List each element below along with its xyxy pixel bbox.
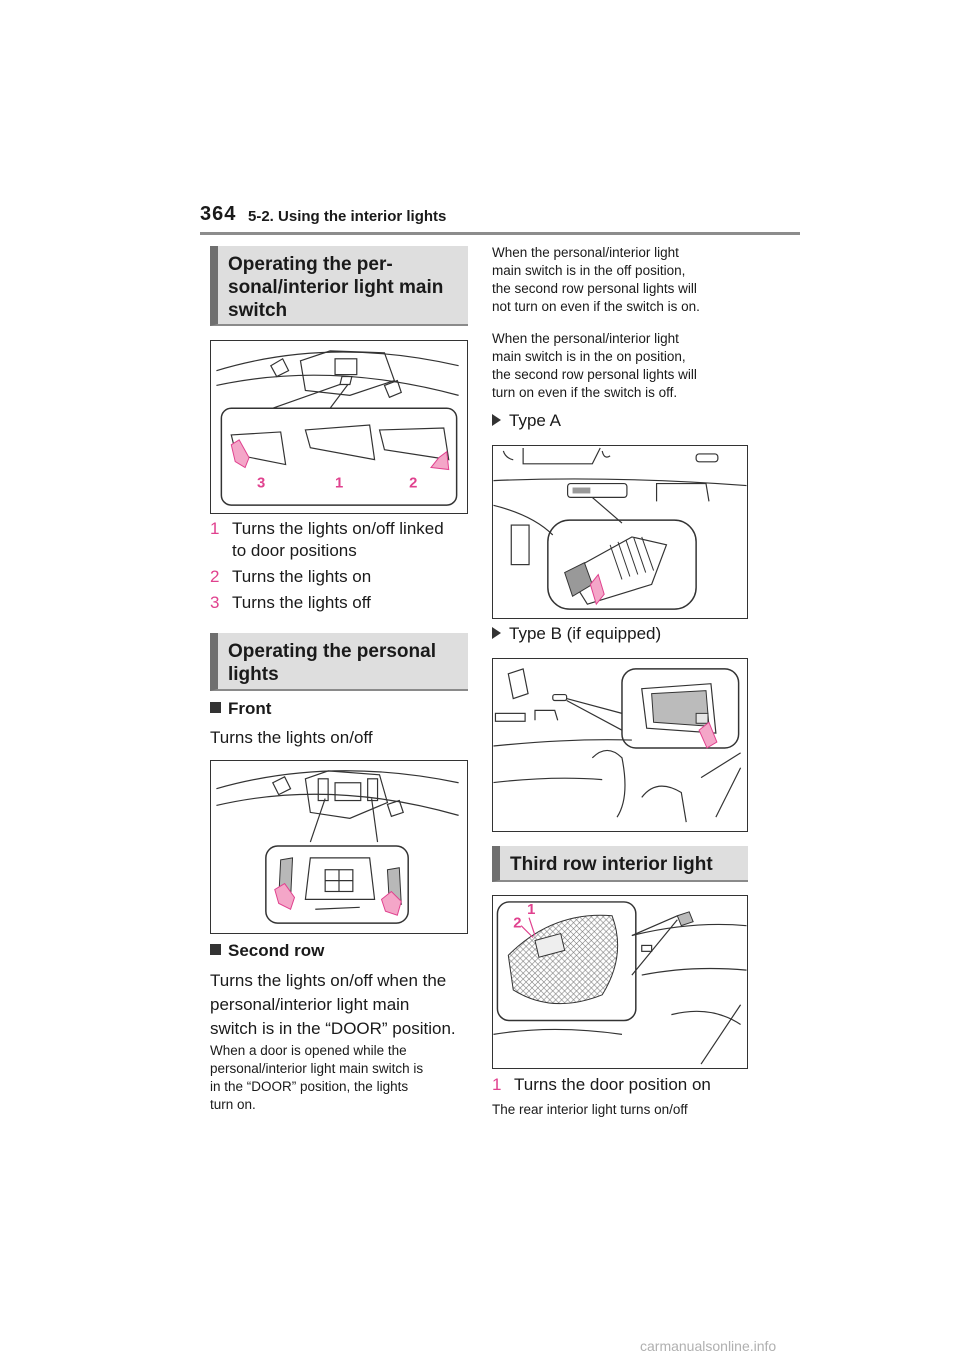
fig-label-2: 2 xyxy=(513,916,521,932)
fig-label-3: 3 xyxy=(257,475,265,491)
third-row-illustration: 2 1 xyxy=(493,901,747,1065)
second-row-note-line: personal/interior light main switch is xyxy=(210,1061,424,1076)
second-row-note-line: When a door is opened while the xyxy=(210,1043,407,1058)
page-number: 364 xyxy=(200,203,237,225)
step-text: Turns the door position on xyxy=(514,1075,711,1094)
triangle-bullet-icon xyxy=(492,627,501,639)
second-row-text-line: switch is in the “DOOR” position. xyxy=(210,1019,456,1038)
front-lights-illustration xyxy=(216,770,459,924)
heading-main-switch-line: Operating the per- xyxy=(228,254,393,275)
second-row-text-line: personal/interior light main xyxy=(210,995,410,1014)
note-line: not turn on even if the switch is on. xyxy=(492,299,700,314)
step-number: 1 xyxy=(492,1075,502,1094)
step-text: to door positions xyxy=(232,541,357,560)
second-row-note-line: in the “DOOR” position, the lights xyxy=(210,1079,409,1094)
section-title: 5-2. Using the interior lights xyxy=(248,208,447,225)
figure-type-a xyxy=(492,445,748,619)
heading-personal-lights: Operating the personal lights xyxy=(210,633,468,691)
note-off-position: When the personal/interior light main sw… xyxy=(492,244,700,316)
type-b-label: Type B (if equipped) xyxy=(509,624,662,643)
second-row-note-line: turn on. xyxy=(210,1097,256,1112)
subhead-second-row: Second row xyxy=(210,941,324,961)
subhead-second-row-label: Second row xyxy=(228,941,325,960)
step-3: 3 Turns the lights off xyxy=(210,592,371,614)
bullet-square-icon xyxy=(210,702,221,713)
heading-personal-lights-line: Operating the personal xyxy=(228,641,436,662)
note-line: main switch is in the off position, xyxy=(492,263,686,278)
note-line: When the personal/interior light xyxy=(492,331,679,346)
step-text: Turns the lights on xyxy=(232,567,372,586)
note-on-position: When the personal/interior light main sw… xyxy=(492,330,697,402)
main-switch-illustration: 3 1 2 xyxy=(216,350,459,506)
third-row-step-1: 1 Turns the door position on xyxy=(492,1074,711,1096)
type-a-illustration xyxy=(493,447,747,610)
heading-third-row: Third row interior light xyxy=(492,846,748,882)
fig-label-1: 1 xyxy=(527,902,535,918)
heading-main-switch: Operating the per- sonal/interior light … xyxy=(210,246,468,326)
type-b-illustration xyxy=(493,668,742,823)
fig-label-1: 1 xyxy=(335,475,343,491)
heading-main-switch-line: switch xyxy=(228,300,288,321)
type-a-label: Type A xyxy=(509,411,561,430)
note-line: the second row personal lights will xyxy=(492,281,697,296)
step-2: 2 Turns the lights on xyxy=(210,566,371,588)
step-text: Turns the lights off xyxy=(232,593,371,612)
note-line: the second row personal lights will xyxy=(492,367,697,382)
bullet-square-icon xyxy=(210,944,221,955)
figure-type-b xyxy=(492,658,748,832)
second-row-text: Turns the lights on/off when the persona… xyxy=(210,969,456,1041)
figure-third-row: 2 1 xyxy=(492,895,748,1069)
step-number: 1 xyxy=(210,519,220,538)
second-row-note: When a door is opened while the personal… xyxy=(210,1042,423,1114)
subhead-front-label: Front xyxy=(228,699,272,718)
heading-personal-lights-line: lights xyxy=(228,664,279,685)
third-row-note: The rear interior light turns on/off xyxy=(492,1102,688,1117)
step-number: 3 xyxy=(210,593,220,612)
type-a-heading: Type A xyxy=(492,411,561,431)
note-line: main switch is in the on position, xyxy=(492,349,686,364)
type-b-heading: Type B (if equipped) xyxy=(492,624,661,644)
watermark: carmanualsonline.info xyxy=(640,1338,777,1354)
figure-front-lights xyxy=(210,760,468,934)
figure-main-switch: 3 1 2 xyxy=(210,340,468,514)
triangle-bullet-icon xyxy=(492,414,501,426)
heading-main-switch-line: sonal/interior light main xyxy=(228,277,444,298)
header-rule xyxy=(200,232,800,235)
front-text: Turns the lights on/off xyxy=(210,728,373,747)
step-number: 2 xyxy=(210,567,220,586)
note-line: When the personal/interior light xyxy=(492,245,679,260)
heading-third-row-label: Third row interior light xyxy=(510,854,713,875)
step-1: 1 Turns the lights on/off linked to door p… xyxy=(210,518,444,562)
subhead-front: Front xyxy=(210,699,271,719)
second-row-text-line: Turns the lights on/off when the xyxy=(210,971,447,990)
fig-label-2: 2 xyxy=(409,475,417,491)
step-text: Turns the lights on/off linked xyxy=(232,519,444,538)
note-line: turn on even if the switch is off. xyxy=(492,385,678,400)
